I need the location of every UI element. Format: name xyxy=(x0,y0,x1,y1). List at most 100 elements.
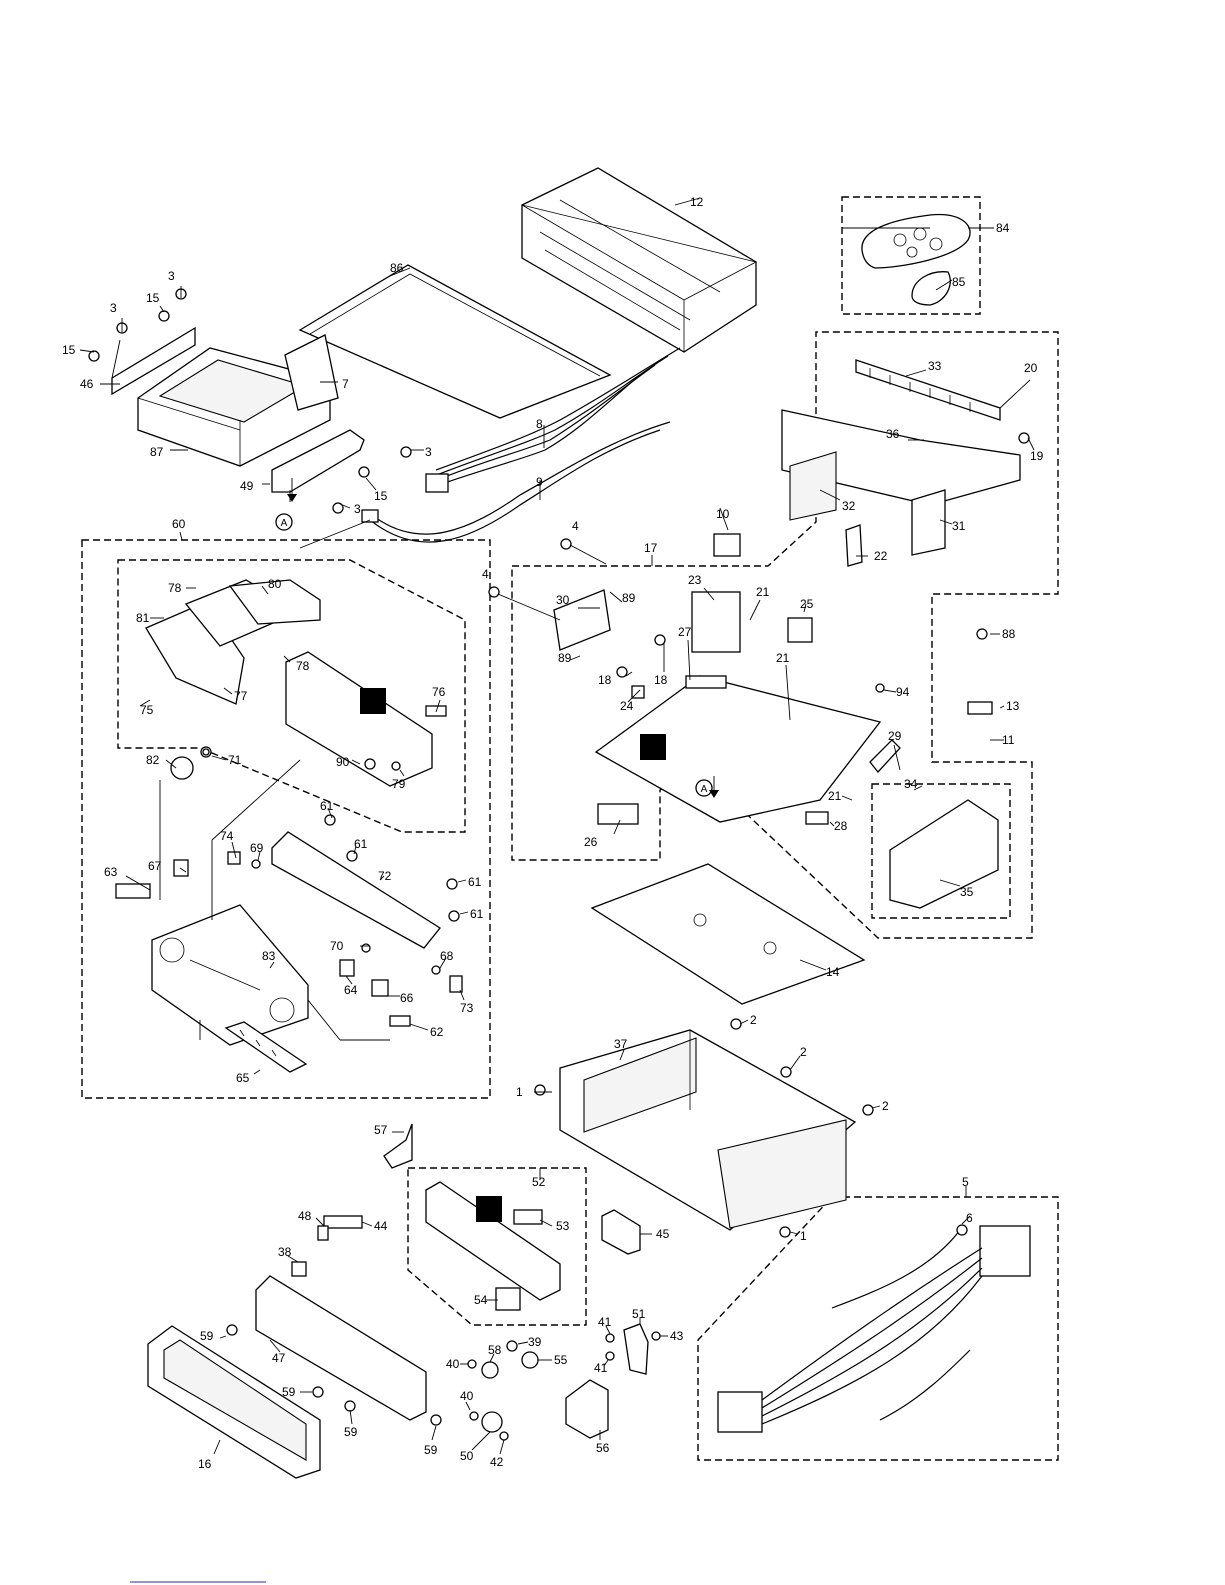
part-74 xyxy=(227,851,241,865)
screw-59a xyxy=(226,1324,238,1336)
label-part-4a: 4 xyxy=(572,519,579,533)
label-part-46: 46 xyxy=(80,377,94,391)
rear-plate xyxy=(781,409,1021,567)
label-part-61c: 61 xyxy=(468,875,482,889)
screw-61b xyxy=(346,850,358,862)
screw-42 xyxy=(499,1431,509,1441)
label-part-14: 14 xyxy=(826,965,840,979)
label-part-59a: 59 xyxy=(200,1329,214,1343)
label-part-82: 82 xyxy=(146,753,160,767)
label-part-9: 9 xyxy=(536,475,543,489)
chassis xyxy=(559,1029,857,1231)
label-part-85: 85 xyxy=(952,275,966,289)
reference-marker-a-left: A xyxy=(275,478,297,531)
label-part-28: 28 xyxy=(834,819,848,833)
screw-19 xyxy=(1018,432,1030,444)
label-part-32: 32 xyxy=(842,499,856,513)
part-48 xyxy=(317,1225,329,1241)
marker-square-3 xyxy=(476,1196,502,1222)
label-part-57: 57 xyxy=(374,1123,388,1137)
screw-3c xyxy=(400,446,412,458)
label-part-42: 42 xyxy=(490,1455,504,1469)
label-part-84: 84 xyxy=(996,221,1010,235)
part-62 xyxy=(389,1015,411,1027)
part-73 xyxy=(449,975,463,993)
part-44 xyxy=(323,1215,363,1229)
screw-1a xyxy=(534,1084,546,1096)
label-part-59b: 59 xyxy=(282,1385,296,1399)
label-part-26: 26 xyxy=(584,835,598,849)
label-part-59d: 59 xyxy=(424,1443,438,1457)
label-part-16: 16 xyxy=(198,1457,212,1471)
label-part-59c: 59 xyxy=(344,1425,358,1439)
screw-43 xyxy=(651,1331,661,1341)
screw-71 xyxy=(202,748,210,756)
screw-15a xyxy=(158,310,170,322)
screw-90 xyxy=(364,758,376,770)
label-part-33: 33 xyxy=(928,359,942,373)
label-part-41a: 41 xyxy=(598,1315,612,1329)
screw-39 xyxy=(506,1340,518,1352)
label-part-83: 83 xyxy=(262,949,276,963)
screw-61a xyxy=(324,814,336,826)
insulator-sheet xyxy=(590,863,866,1005)
label-part-36: 36 xyxy=(886,427,900,441)
cd-mechanism xyxy=(137,347,331,467)
sub-board-52 xyxy=(425,1181,561,1311)
label-part-80: 80 xyxy=(268,577,282,591)
label-part-63: 63 xyxy=(104,865,118,879)
label-part-19: 19 xyxy=(1030,449,1044,463)
label-part-8: 8 xyxy=(536,417,543,431)
reference-marker-a-pcb: A xyxy=(695,776,719,798)
leader-lines xyxy=(79,197,1035,1455)
label-part-71: 71 xyxy=(228,753,242,767)
screw-2b xyxy=(780,1066,792,1078)
screw-15b xyxy=(88,350,100,362)
label-part-12: 12 xyxy=(690,195,704,209)
label-part-22: 22 xyxy=(874,549,888,563)
label-part-90: 90 xyxy=(336,755,350,769)
label-part-68: 68 xyxy=(440,949,454,963)
knob-55 xyxy=(521,1351,539,1369)
part-38 xyxy=(291,1261,307,1277)
label-part-76: 76 xyxy=(432,685,446,699)
label-part-51: 51 xyxy=(632,1307,646,1321)
rca-cable xyxy=(425,347,681,493)
screw-59b xyxy=(312,1386,324,1398)
label-part-31: 31 xyxy=(952,519,966,533)
label-part-5: 5 xyxy=(962,1175,969,1189)
label-part-78a: 78 xyxy=(168,581,182,595)
screw-69 xyxy=(251,859,261,869)
label-part-37: 37 xyxy=(614,1037,628,1051)
screw-18a xyxy=(654,634,666,646)
label-part-10: 10 xyxy=(716,507,730,521)
label-part-15c: 15 xyxy=(374,489,388,503)
label-part-39: 39 xyxy=(528,1335,542,1349)
marker-square-2 xyxy=(640,734,666,760)
display-window-group xyxy=(145,579,447,787)
reference-label-a-left: A xyxy=(281,518,288,529)
label-part-4b: 4 xyxy=(482,567,489,581)
screw-61d xyxy=(448,910,460,922)
label-part-23: 23 xyxy=(688,573,702,587)
label-part-45: 45 xyxy=(656,1227,670,1241)
label-part-1b: 1 xyxy=(800,1229,807,1243)
label-part-53: 53 xyxy=(556,1219,570,1233)
screw-61c xyxy=(446,878,458,890)
label-part-18b: 18 xyxy=(598,673,612,687)
group-box-84 xyxy=(841,196,981,315)
label-part-30: 30 xyxy=(556,593,570,607)
face-plate xyxy=(147,1325,321,1479)
label-part-61d: 61 xyxy=(470,907,484,921)
label-part-2a: 2 xyxy=(750,1013,757,1027)
label-part-13: 13 xyxy=(1006,699,1020,713)
label-part-18a: 18 xyxy=(654,673,668,687)
label-part-55: 55 xyxy=(554,1353,568,1367)
label-part-3d: 3 xyxy=(354,502,361,516)
label-part-81: 81 xyxy=(136,611,150,625)
label-part-17: 17 xyxy=(644,541,658,555)
label-part-78b: 78 xyxy=(296,659,310,673)
label-part-34: 34 xyxy=(904,777,918,791)
part-64 xyxy=(339,959,355,977)
label-part-20: 20 xyxy=(1024,361,1038,375)
